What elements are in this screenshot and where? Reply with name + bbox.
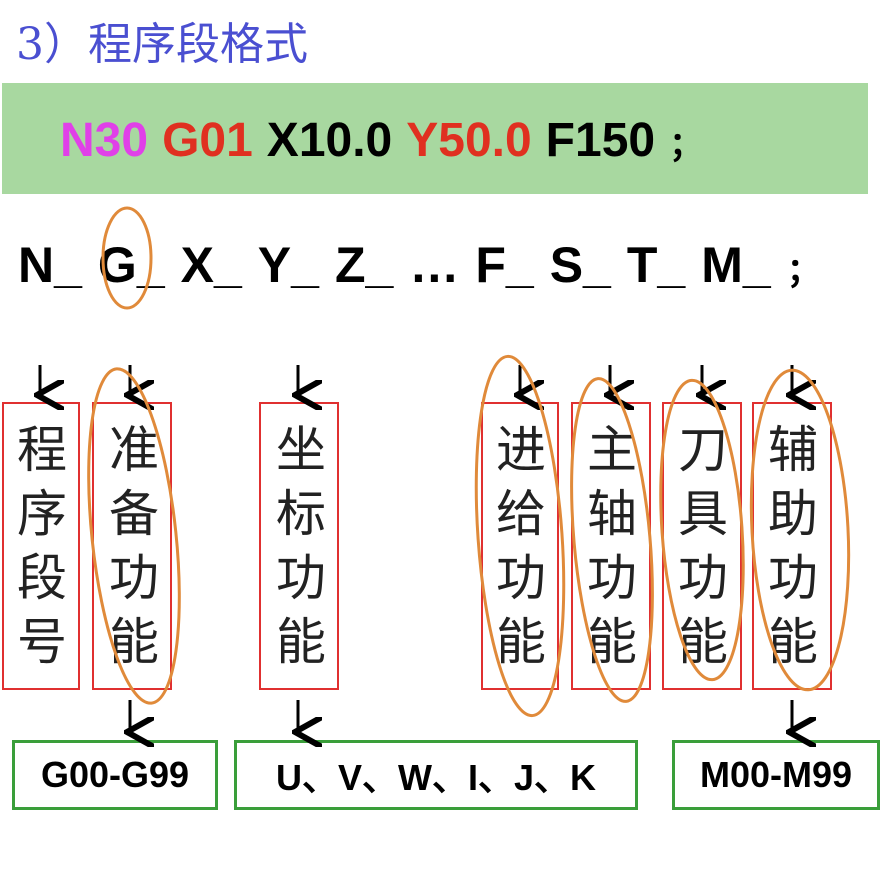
block-word-y: Y50.0 <box>406 114 532 167</box>
format-ellipsis: … <box>409 237 460 293</box>
label-spindle-function: 主轴功能 <box>587 421 637 671</box>
block-word-f: F150 <box>545 114 656 167</box>
format-x: X_ <box>180 237 242 293</box>
block-word-n: N30 <box>60 114 149 167</box>
range-m-codes: M00-M99 <box>672 740 880 810</box>
block-word-g: G01 <box>162 114 253 167</box>
block-format-line: N_ G_ X_ Y_ Z_ … F_ S_ T_ M_ ； <box>18 236 837 294</box>
label-preparatory-function: 准备功能 <box>109 421 159 671</box>
circle-spindle <box>570 377 654 703</box>
circle-g <box>101 206 153 310</box>
range-coordinate-letters: U、V、W、I、J、K <box>234 740 638 810</box>
format-y: Y_ <box>257 237 319 293</box>
format-terminator: ； <box>786 252 821 290</box>
format-f: F_ <box>475 237 534 293</box>
block-banner <box>2 83 868 194</box>
format-g: G_ <box>97 237 165 293</box>
label-tool-function: 刀具功能 <box>678 421 728 671</box>
format-n: N_ <box>18 237 82 293</box>
circle-feed <box>474 354 566 718</box>
block-terminator: ； <box>669 126 704 164</box>
format-m: M_ <box>701 237 771 293</box>
format-s: S_ <box>549 237 611 293</box>
label-sequence-number: 程序段号 <box>17 421 67 671</box>
label-auxiliary-function: 辅助功能 <box>768 421 818 671</box>
circle-auxiliary <box>749 368 851 692</box>
label-feed-function: 进给功能 <box>496 421 546 671</box>
label-coordinate-function: 坐标功能 <box>276 421 326 671</box>
handwritten-circles <box>87 206 851 718</box>
circle-preparatory <box>87 367 181 705</box>
page-title: 3）程序段格式 <box>16 19 308 70</box>
circle-tool <box>659 378 745 682</box>
block-word-x: X10.0 <box>266 114 393 167</box>
format-z: Z_ <box>334 237 394 293</box>
format-t: T_ <box>626 237 686 293</box>
down-arrows <box>40 365 792 732</box>
range-g-codes: G00-G99 <box>12 740 218 810</box>
